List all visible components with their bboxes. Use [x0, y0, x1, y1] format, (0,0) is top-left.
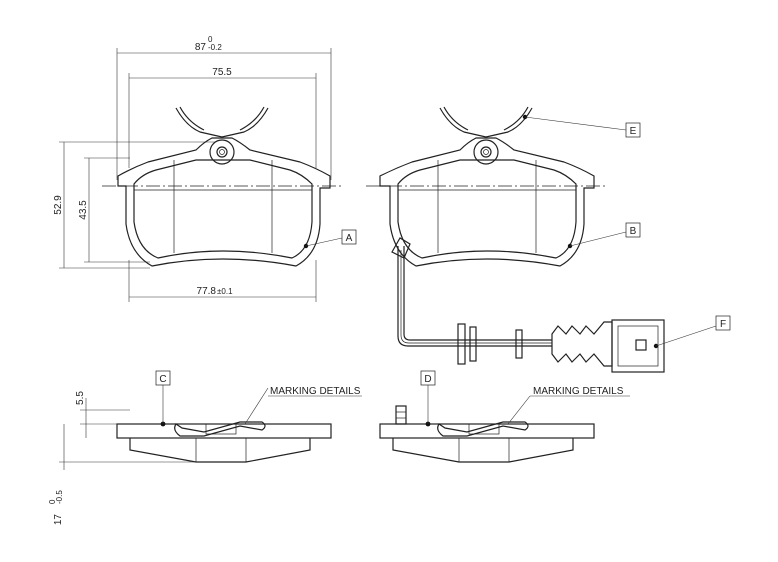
dim-thickness-tol-upper: 0 [48, 499, 57, 504]
marking-details-left: MARKING DETAILS [270, 386, 361, 397]
callout-label-a: A [346, 233, 353, 244]
dim-bottom-width: 77.8 [197, 286, 217, 297]
callout-label-e: E [630, 126, 637, 137]
dim-thickness-plate: 5.5 [75, 391, 86, 405]
callout-d [420, 370, 436, 424]
callout-a [305, 229, 357, 247]
dim-height-inner: 43.5 [78, 200, 89, 220]
callout-b [569, 222, 641, 247]
dim-height-total: 52.9 [53, 195, 64, 215]
dim-inner-width: 75.5 [212, 67, 232, 78]
callout-c [155, 370, 171, 424]
dim-thickness-tol-lower: -0.5 [55, 490, 64, 504]
dim-thickness-total: 17 [53, 514, 64, 526]
pad-front-view-left [59, 48, 344, 302]
pad-side-view-right [379, 395, 630, 463]
callout-label-f: F [720, 319, 726, 330]
dim-overall-width: 87 [195, 42, 207, 53]
dim-overall-width-tol-upper: 0 [208, 35, 213, 44]
dim-bottom-width-tol: ±0.1 [217, 287, 233, 296]
callout-label-b: B [630, 226, 637, 237]
marking-details-right: MARKING DETAILS [533, 386, 624, 397]
callout-label-c: C [159, 374, 166, 385]
dim-overall-width-tol-lower: -0.2 [208, 43, 222, 52]
pad-side-view-left [59, 387, 362, 470]
pad-front-view-right [366, 106, 665, 373]
callout-e [524, 116, 641, 138]
callout-f [655, 315, 731, 347]
callout-label-d: D [424, 374, 431, 385]
